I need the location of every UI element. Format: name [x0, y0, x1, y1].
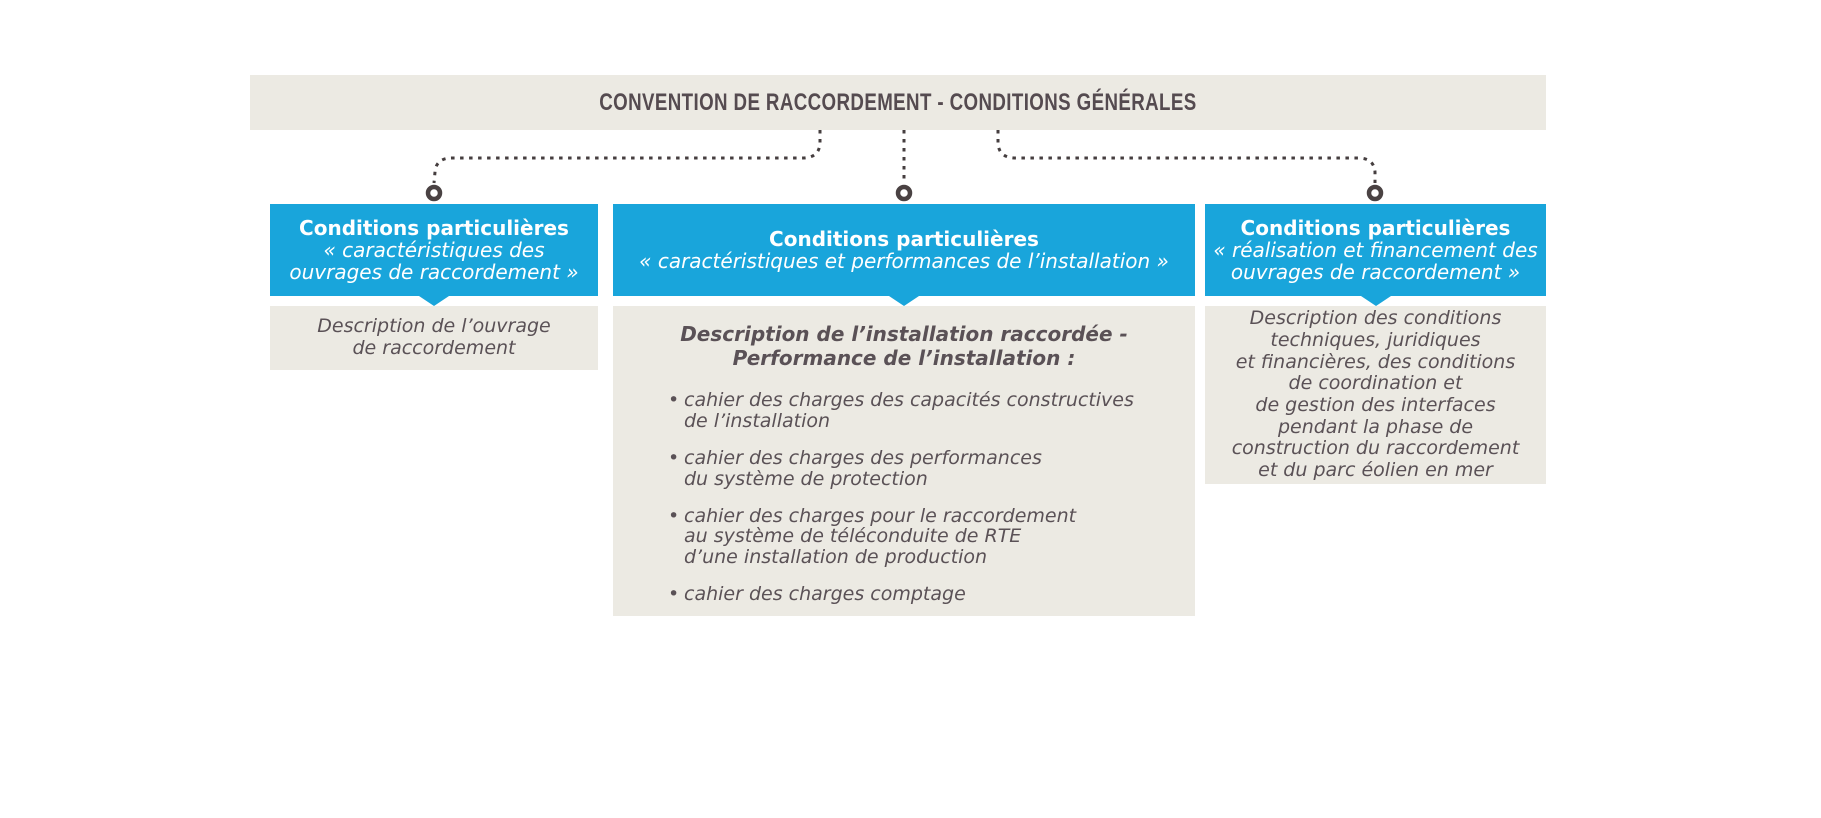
bullet-line: de l’installation	[684, 409, 831, 432]
body-line: Description des conditions	[1249, 307, 1502, 330]
card-subtitle: « réalisation et financement des ouvrage…	[1213, 239, 1537, 283]
body-line: de gestion des interfaces	[1255, 394, 1496, 416]
card-title: Conditions particulières	[769, 227, 1039, 251]
list-item: • cahier des charges pour le raccordemen…	[668, 504, 1195, 569]
bullet-line: du système de protection	[684, 467, 928, 490]
card-body-realisation: Description des conditions techniques, j…	[1205, 306, 1546, 484]
connector-right-path	[996, 130, 1377, 183]
bullet-marker: •	[668, 504, 680, 527]
card-title: Conditions particulières	[299, 216, 569, 240]
bullet-line: cahier des charges des performances	[684, 446, 1042, 469]
card-subtitle: « caractéristiques et performances de l’…	[639, 250, 1169, 272]
bullet-line: cahier des charges pour le raccordement	[684, 504, 1077, 527]
card-header-ouvrages: Conditions particulières « caractéristiq…	[270, 204, 598, 306]
connector-left-path	[432, 130, 822, 184]
subtitle-line: « caractéristiques des	[323, 238, 545, 262]
card-body-ouvrages: Description de l’ouvrage de raccordement	[270, 306, 598, 370]
card-title: Conditions particulières	[1240, 216, 1511, 240]
body-line: pendant la phase de	[1277, 415, 1474, 438]
bullet-list: • cahier des charges des capacités const…	[668, 390, 1195, 605]
subtitle-line: « caractéristiques et performances de l’…	[639, 249, 1169, 273]
bullet-marker: •	[668, 583, 680, 606]
body-line: de raccordement	[352, 337, 516, 359]
card-subtitle: « caractéristiques des ouvrages de racco…	[289, 239, 578, 283]
card-body-installation: Description de l’installation raccordée …	[613, 306, 1195, 616]
bullet-line: cahier des charges des capacités constru…	[684, 389, 1134, 411]
bullet-line: au système de téléconduite de RTE	[684, 525, 1022, 548]
diagram-title: CONVENTION DE RACCORDEMENT - CONDITIONS …	[599, 88, 1197, 116]
body-line: Description de l’ouvrage	[317, 315, 551, 338]
list-item: • cahier des charges des performances du…	[668, 446, 1195, 490]
node-circle-left	[425, 184, 443, 202]
body-heading: Description de l’installation raccordée …	[613, 322, 1195, 370]
list-item: • cahier des charges comptage	[668, 584, 1195, 605]
list-item: • cahier des charges des capacités const…	[668, 390, 1195, 432]
subtitle-line: ouvrages de raccordement »	[289, 260, 579, 284]
bullet-marker: •	[668, 389, 680, 411]
subtitle-line: ouvrages de raccordement »	[1230, 260, 1521, 284]
connector-lines	[425, 130, 1384, 202]
body-line: et du parc éolien en mer	[1258, 458, 1493, 481]
body-line: construction du raccordement	[1231, 437, 1520, 460]
bullet-line: d’une installation de production	[684, 546, 988, 569]
heading-line: Description de l’installation raccordée …	[680, 322, 1128, 346]
subtitle-line: « réalisation et financement des	[1213, 238, 1538, 262]
card-header-realisation: Conditions particulières « réalisation e…	[1205, 204, 1546, 306]
body-line: et financières, des conditions	[1235, 350, 1516, 373]
bullet-marker: •	[668, 446, 680, 469]
node-circle-middle	[895, 184, 913, 202]
bullet-line: cahier des charges comptage	[684, 583, 966, 606]
diagram-title-bar: CONVENTION DE RACCORDEMENT - CONDITIONS …	[250, 75, 1546, 130]
body-line: techniques, juridiques	[1270, 329, 1481, 352]
card-header-installation: Conditions particulières « caractéristiq…	[613, 204, 1195, 306]
body-line: de coordination et	[1288, 372, 1463, 395]
node-circle-right	[1366, 184, 1384, 202]
heading-line: Performance de l’installation :	[732, 346, 1076, 370]
